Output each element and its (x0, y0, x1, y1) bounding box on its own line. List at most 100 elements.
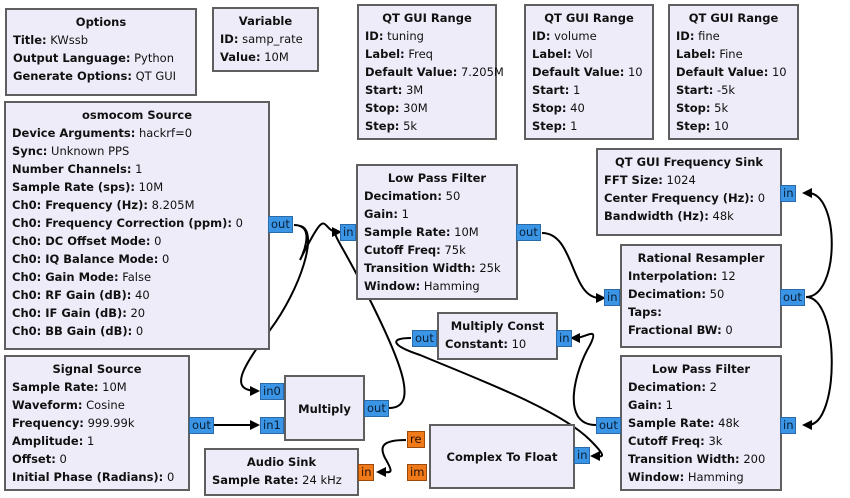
complex-to-float-in-port[interactable]: in (574, 447, 591, 464)
multiply-const-in-port[interactable]: in (556, 330, 573, 347)
complex-to-float-block[interactable]: Complex To Float (429, 424, 575, 489)
param-key: Stop: (532, 101, 567, 115)
audio-sink-in-port[interactable]: in (358, 464, 375, 481)
arrow-c2f-in (590, 451, 600, 461)
param-key: Stop: (676, 101, 711, 115)
param-key: Transition Width: (628, 452, 740, 466)
low-pass-filter-2-out-port[interactable]: out (596, 417, 621, 434)
param-key: Step: (676, 119, 711, 133)
param-key: Start: (532, 83, 570, 97)
param-key: Stop: (365, 101, 400, 115)
param-row: Start: 1 (532, 81, 646, 99)
param-value: False (122, 270, 152, 284)
param-value: 0 (154, 234, 162, 248)
arrow-multiply-in0 (250, 386, 260, 396)
param-value: 3M (405, 83, 424, 97)
param-row: Offset: 0 (12, 450, 182, 468)
param-row: ID: tuning (365, 27, 489, 45)
param-key: Fractional BW: (628, 323, 722, 337)
param-key: Label: (532, 47, 572, 61)
param-row: Amplitude: 1 (12, 432, 182, 450)
param-value: Fine (719, 47, 743, 61)
param-row: Initial Phase (Radians): 0 (12, 468, 182, 486)
param-value: 0 (235, 216, 243, 230)
param-key: Output Language: (13, 51, 131, 65)
multiply-out-port[interactable]: out (364, 400, 389, 417)
param-value: 10 (627, 65, 643, 79)
param-row: Window: Hamming (364, 277, 510, 295)
low-pass-filter-1-in-port[interactable]: in (340, 224, 357, 241)
multiply-const-out-port[interactable]: out (412, 330, 437, 347)
complex-to-float-re-port[interactable]: re (407, 431, 425, 448)
complex-to-float-im-port[interactable]: im (407, 464, 428, 481)
multiply-block[interactable]: Multiply (284, 375, 365, 441)
param-row: Step: 5k (365, 117, 489, 135)
arrow-audio-in (376, 467, 386, 477)
multiply-in0-port[interactable]: in0 (260, 383, 284, 400)
block-title: QT GUI Range (382, 11, 472, 25)
param-key: Ch0: RF Gain (dB): (12, 288, 132, 302)
param-row: ID: samp_rate (220, 30, 311, 48)
block-title: Audio Sink (246, 455, 317, 469)
param-key: Amplitude: (12, 434, 84, 448)
param-key: Label: (365, 47, 405, 61)
low-pass-filter-1-out-port[interactable]: out (516, 224, 541, 241)
param-row: Center Frequency (Hz): 0 (604, 189, 774, 207)
param-key: Window: (364, 279, 421, 293)
param-value: Vol (575, 47, 593, 61)
param-key: Step: (532, 119, 567, 133)
rational-resampler-out-port[interactable]: out (780, 289, 805, 306)
param-value: -5k (716, 83, 736, 97)
complex-to-float-title: Complex To Float (446, 450, 558, 464)
multiply-in1-port[interactable]: in1 (260, 417, 284, 434)
param-key: Cutoff Freq: (628, 434, 705, 448)
param-row: Value: 10M (220, 48, 311, 66)
param-key: Frequency: (12, 416, 84, 430)
arrow-lpf2-in (802, 420, 812, 430)
param-row: Transition Width: 200 (628, 450, 774, 468)
param-row: Default Value: 7.205M (365, 63, 504, 81)
param-value: 40 (570, 101, 585, 115)
signal-source-out-port[interactable]: out (189, 417, 214, 434)
frequency-sink-in-port[interactable]: in (780, 185, 797, 202)
param-value: QT GUI (135, 69, 177, 83)
arrow-sink-in (802, 188, 812, 198)
param-row: Ch0: Gain Mode: False (12, 268, 262, 286)
block-title: Low Pass Filter (387, 171, 487, 185)
param-row: Generate Options: QT GUI (13, 67, 189, 85)
param-key: Number Channels: (12, 162, 132, 176)
rational-resampler-in-port[interactable]: in (604, 289, 621, 306)
param-key: Transition Width: (364, 261, 476, 275)
param-value: 10 (511, 337, 527, 351)
param-row: ID: volume (532, 27, 646, 45)
param-key: ID: (676, 29, 695, 43)
block-title: Multiply Const (450, 319, 545, 333)
param-key: Sample Rate: (628, 416, 715, 430)
param-row: Fractional BW: 0 (628, 321, 774, 339)
param-row: Decimation: 2 (628, 378, 774, 396)
low-pass-filter-2-in-port[interactable]: in (780, 417, 797, 434)
param-row: Cutoff Freq: 3k (628, 432, 774, 450)
param-value: 1024 (666, 173, 696, 187)
osmocom-source-out-port[interactable]: out (268, 216, 293, 233)
wire-resampler-to-lpf2 (805, 296, 833, 426)
param-value: 0 (166, 470, 175, 484)
param-key: Label: (676, 47, 716, 61)
param-row: Decimation: 50 (364, 187, 510, 205)
param-row: Ch0: BB Gain (dB): 0 (12, 322, 262, 340)
param-value: 10M (264, 50, 289, 64)
param-value: 1 (572, 83, 581, 97)
